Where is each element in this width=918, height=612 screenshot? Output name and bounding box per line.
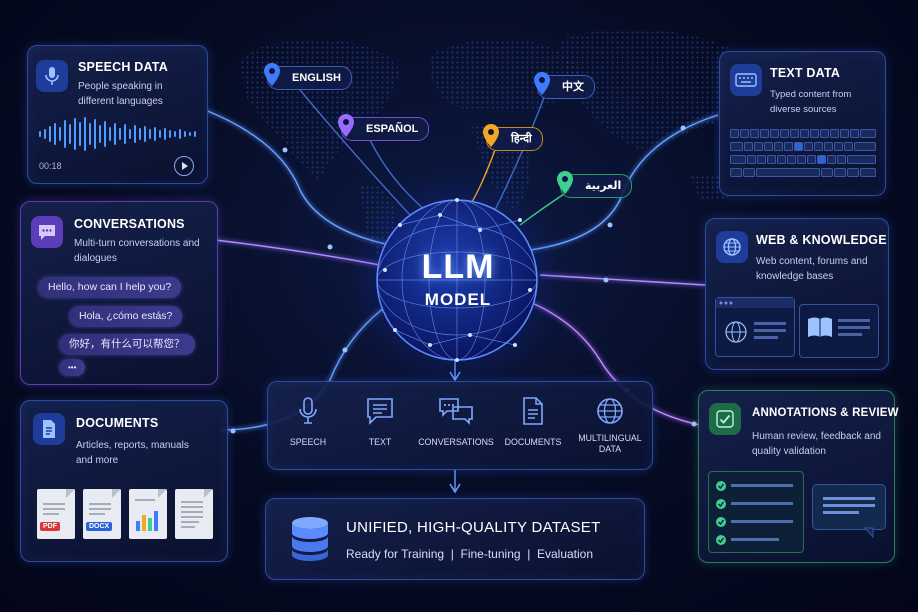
audio-time: 00:18 (39, 161, 62, 171)
knowledge-book-graphic (799, 304, 879, 358)
web-desc: Web content, forums and knowledge bases (756, 256, 868, 282)
language-pin-chinese[interactable]: 中文 (534, 72, 595, 99)
play-button[interactable] (174, 156, 194, 176)
annotations-desc: Human review, feedback and quality valid… (752, 431, 881, 457)
dataset-subtitle: Ready for Training | Fine-tuning | Evalu… (346, 547, 594, 561)
chat-bubble-english: Hello, how can I help you? (38, 277, 182, 298)
microphone-icon (299, 397, 317, 424)
location-pin-icon (264, 63, 280, 86)
source-label: TEXT (368, 437, 392, 447)
web-knowledge-card[interactable]: WEB & KNOWLEDGE Web content, forums and … (705, 218, 889, 370)
text-data-card[interactable]: TEXT DATA Typed content from diverse sou… (719, 51, 886, 196)
waveform-icon (39, 117, 196, 151)
language-pin-hindi[interactable]: हिन्दी (483, 124, 543, 151)
browser-window-graphic (715, 297, 795, 357)
location-pin-icon (338, 114, 354, 137)
documents-desc: Articles, reports, manuals and more (76, 440, 189, 466)
pdf-file-icon: PDF (37, 489, 75, 539)
chat-icon (439, 398, 473, 425)
source-multilingual[interactable]: MULTILINGUAL DATA (570, 396, 650, 455)
conversations-title: CONVERSATIONS (74, 217, 185, 231)
language-label: ENGLISH (292, 72, 341, 84)
document-icon (33, 413, 65, 445)
documents-card[interactable]: DOCUMENTS Articles, reports, manuals and… (20, 400, 228, 562)
checklist-graphic (708, 471, 804, 553)
text-file-icon (175, 489, 213, 539)
keyboard-icon (730, 64, 762, 96)
text-data-desc: Typed content from diverse sources (770, 89, 852, 115)
text-icon (367, 398, 393, 425)
llm-title: LLM (421, 248, 495, 286)
text-data-title: TEXT DATA (770, 66, 841, 80)
document-icon (523, 397, 543, 425)
source-speech[interactable]: SPEECH (268, 396, 348, 448)
database-icon (292, 517, 328, 561)
language-label: ESPAÑOL (366, 123, 419, 135)
conversations-card[interactable]: CONVERSATIONS Multi-turn conversations a… (20, 201, 218, 385)
source-text[interactable]: TEXT (340, 396, 420, 448)
dataset-title: UNIFIED, HIGH-QUALITY DATASET (346, 519, 601, 536)
globe-icon (597, 398, 623, 424)
location-pin-icon (534, 72, 550, 95)
source-documents[interactable]: DOCUMENTS (493, 396, 573, 448)
data-sources-panel: SPEECH TEXT CONVERSATIONS DOCUMENTS MULT… (267, 381, 653, 470)
location-pin-icon (483, 124, 499, 147)
language-pin-english[interactable]: ENGLISH (264, 63, 352, 90)
language-label: العربية (585, 180, 622, 192)
speech-data-card[interactable]: SPEECH DATA People speaking in different… (27, 45, 208, 184)
docx-tag: DOCX (86, 522, 113, 531)
chat-bubble-icon (31, 216, 63, 248)
annotations-title: ANNOTATIONS & REVIEW (752, 407, 899, 419)
checkmark-icon (709, 403, 741, 435)
annotations-card[interactable]: ANNOTATIONS & REVIEW Human review, feedb… (698, 390, 898, 563)
source-label: DOCUMENTS (504, 437, 562, 447)
unified-dataset-card[interactable]: UNIFIED, HIGH-QUALITY DATASET Ready for … (265, 498, 645, 580)
language-pin-espanol[interactable]: ESPAÑOL (338, 114, 430, 141)
connector-text (529, 114, 719, 251)
chart-file-icon (129, 489, 167, 539)
language-label: 中文 (562, 81, 584, 93)
connector-speech (204, 109, 391, 246)
source-label: MULTILINGUAL DATA (578, 433, 642, 454)
typing-indicator: ••• (59, 359, 86, 376)
llm-sphere (347, 170, 567, 390)
language-label: हिन्दी (511, 133, 532, 145)
microphone-icon (36, 60, 68, 92)
speech-title: SPEECH DATA (78, 60, 168, 74)
play-icon (182, 162, 188, 170)
feedback-bubble-graphic (812, 484, 886, 539)
location-pin-icon (557, 171, 573, 194)
source-label: CONVERSATIONS (418, 437, 494, 447)
keyboard-graphic (730, 129, 876, 185)
speech-desc: People speaking in different languages (78, 81, 163, 107)
globe-icon (716, 231, 748, 263)
llm-subtitle: MODEL (424, 290, 492, 309)
web-title: WEB & KNOWLEDGE (756, 233, 887, 247)
docx-file-icon: DOCX (83, 489, 121, 539)
language-pin-arabic[interactable]: العربية (557, 171, 633, 198)
chat-bubble-spanish: Hola, ¿cómo estás? (69, 306, 183, 327)
pdf-tag: PDF (40, 522, 60, 531)
conversations-desc: Multi-turn conversations and dialogues (74, 238, 200, 264)
chat-bubble-chinese: 你好，有什么可以帮您？ (59, 334, 195, 355)
source-label: SPEECH (289, 437, 327, 447)
source-conversations[interactable]: CONVERSATIONS (416, 396, 496, 448)
documents-title: DOCUMENTS (76, 416, 159, 430)
